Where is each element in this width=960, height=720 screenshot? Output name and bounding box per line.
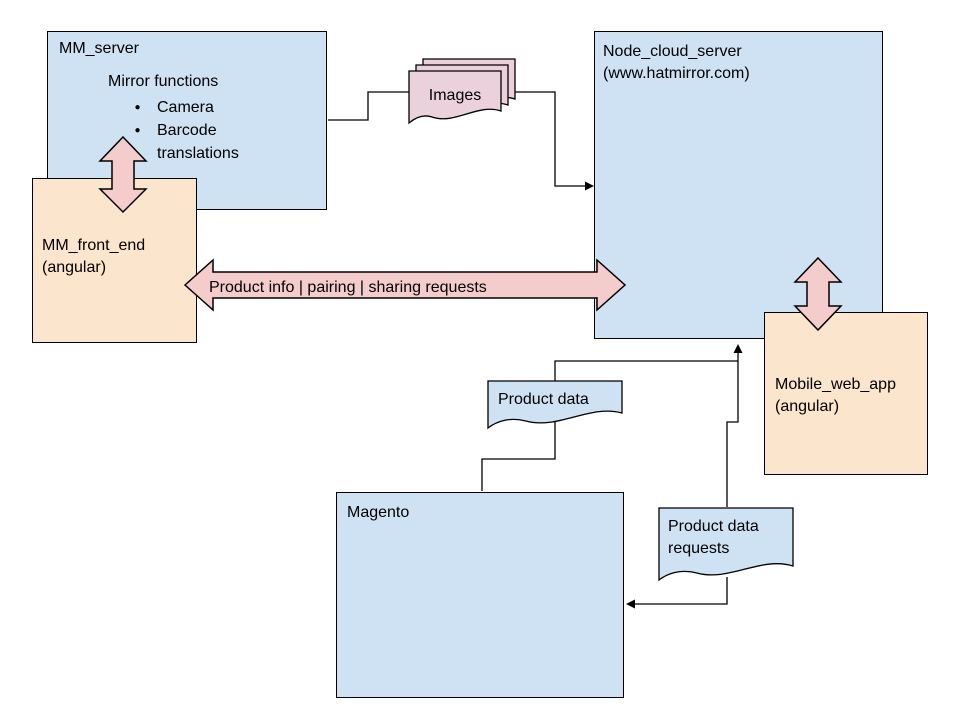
mobile-web-app-subtitle: (angular) — [775, 398, 840, 415]
mm-server-title: MM_server — [59, 40, 140, 57]
list-item-barcode: ● Barcode translations — [118, 119, 262, 165]
node-cloud-server-subtitle: (www.hatmirror.com) — [603, 65, 750, 82]
mirror-functions-list: ● Camera ● Barcode translations — [118, 96, 262, 165]
node-cloud-server-title: Node_cloud_server — [603, 43, 742, 60]
list-item-camera: ● Camera — [118, 96, 262, 119]
mm-front-end-title: MM_front_end — [42, 237, 146, 254]
magento-box — [336, 492, 624, 698]
magento-title: Magento — [347, 504, 410, 521]
mm-front-end-subtitle: (angular) — [42, 259, 107, 276]
product-data-requests-document-label: Product data requests — [668, 518, 759, 557]
bullet-icon: ● — [134, 125, 141, 136]
bullet-icon: ● — [134, 102, 141, 113]
mobile-web-app-title: Mobile_web_app — [775, 376, 896, 393]
product-data-document-label: Product data — [498, 391, 589, 408]
mobile-web-app-box — [764, 312, 928, 475]
frontend-nodecloud-flow-label: Product info | pairing | sharing request… — [209, 279, 487, 296]
images-document-label: Images — [428, 87, 482, 104]
mm-server-subtitle: Mirror functions — [108, 73, 219, 90]
